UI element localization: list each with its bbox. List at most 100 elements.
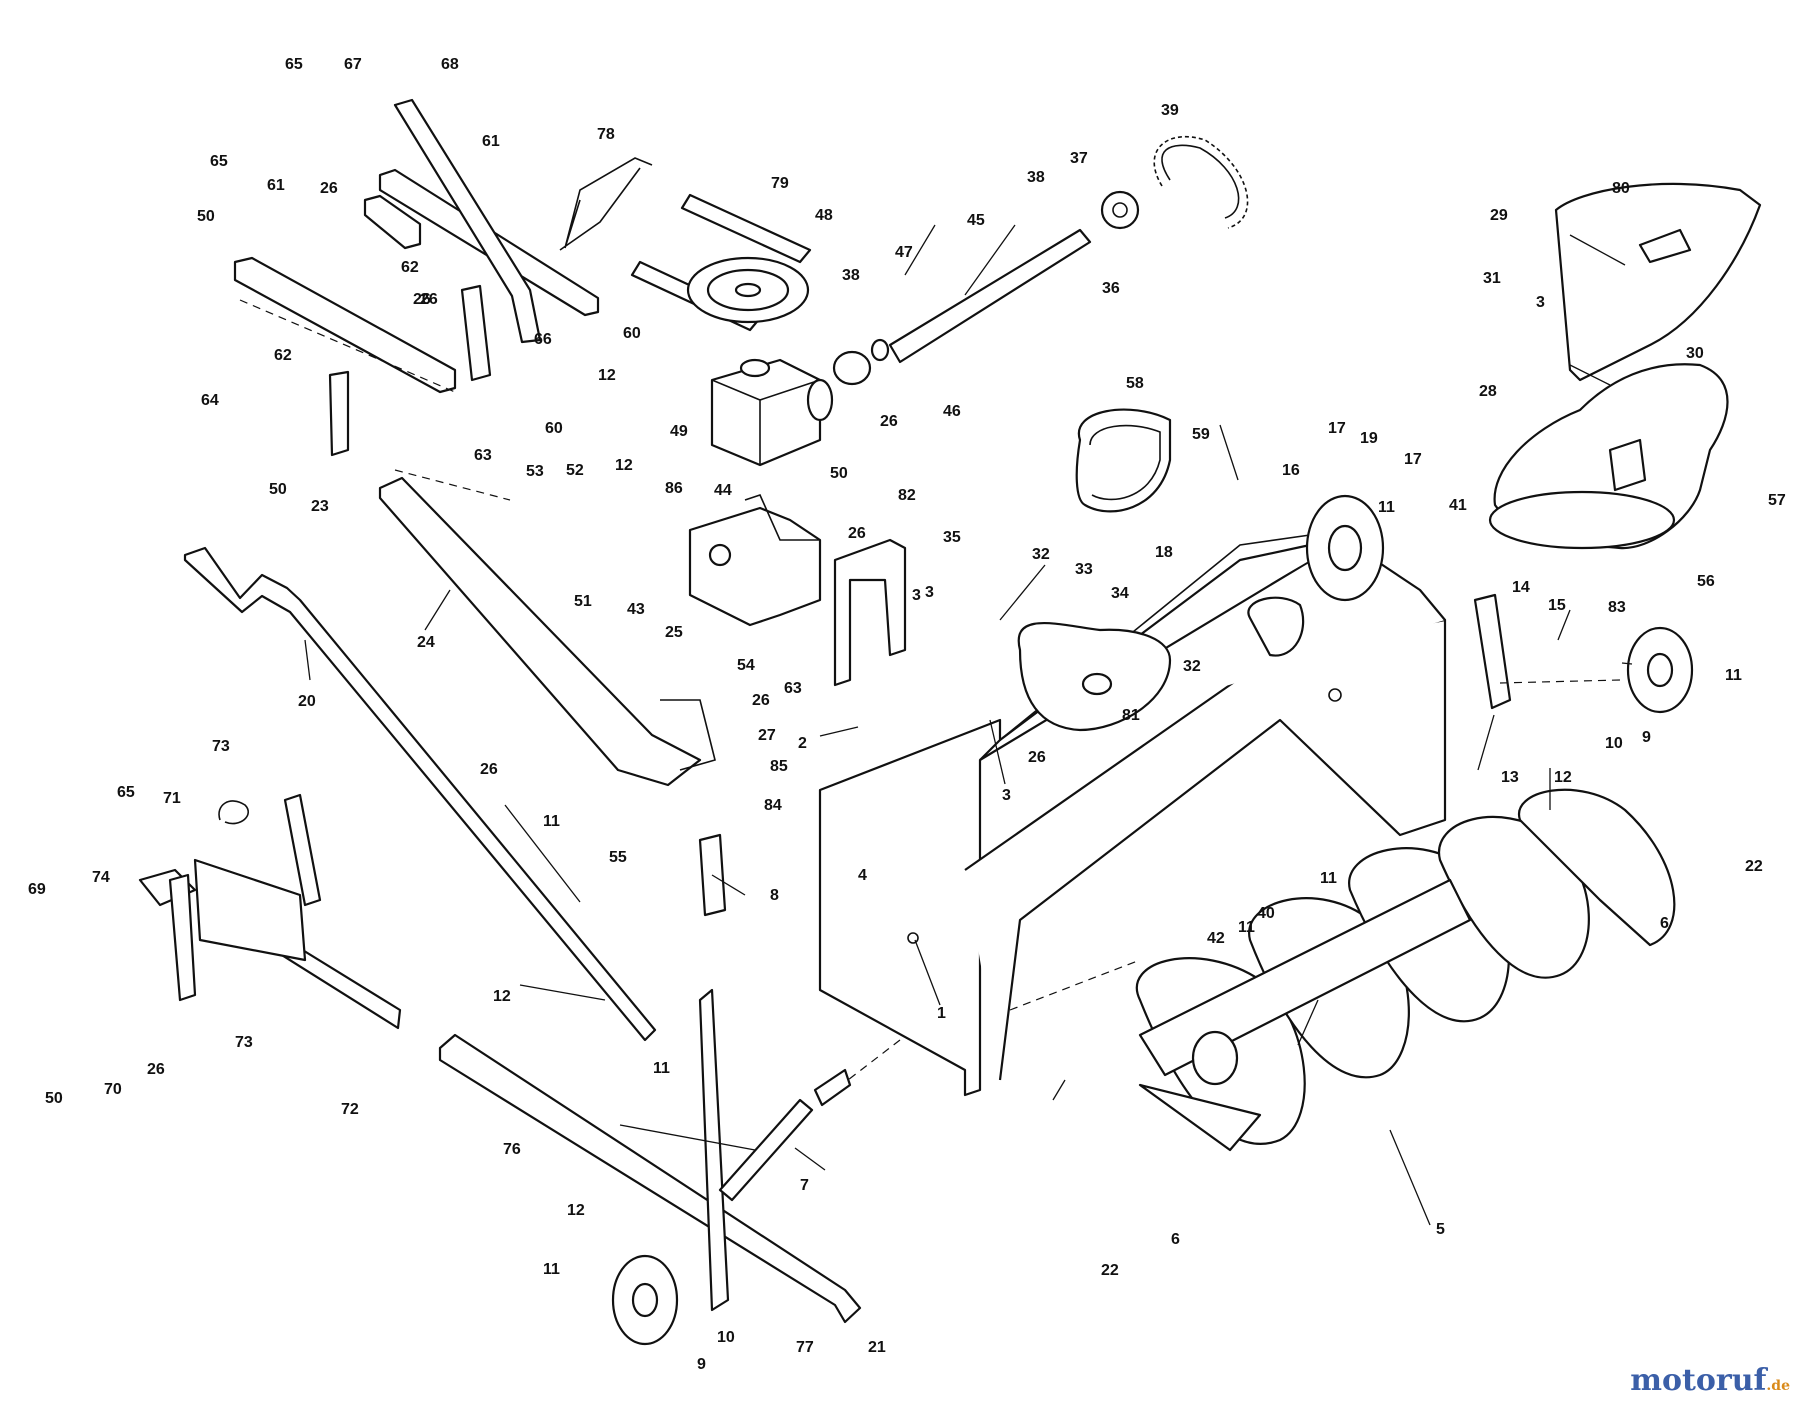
callout-8: 8 [770,887,779,904]
assembly-lines [239,299,1621,1081]
callout-11: 11 [543,1261,560,1278]
callout-53: 53 [526,463,544,480]
callout-69: 69 [28,881,46,898]
callout-38: 38 [842,267,860,284]
watermark-suffix: .de [1766,1378,1790,1394]
auger-spiral-part [1135,788,1676,1152]
discharge-chute-part [1488,182,1762,550]
wire-hook-part [559,157,653,251]
callout-36: 36 [1102,280,1120,297]
callout-21: 21 [868,1339,886,1356]
callout-3: 3 [1002,787,1011,804]
callout-60: 60 [623,325,641,342]
callout-28: 28 [1479,383,1497,400]
callout-57: 57 [1768,492,1786,509]
callout-3: 3 [1536,294,1545,311]
callout-59: 59 [1192,426,1210,443]
callout-46: 46 [943,403,961,420]
callout-15: 15 [1548,597,1566,614]
callout-74: 74 [92,869,110,886]
callout-26: 26 [480,761,498,778]
callout-11: 11 [653,1060,670,1077]
impeller-plate-part [1017,622,1172,732]
callout-12: 12 [615,457,633,474]
callout-7: 7 [800,1177,809,1194]
callout-25: 25 [665,624,683,641]
callout-3: 3 [925,584,934,601]
callout-12: 12 [493,988,511,1005]
callout-26: 26 [413,291,431,308]
callout-41: 41 [1449,497,1467,514]
callout-76: 76 [503,1141,521,1158]
callout-12: 12 [1554,769,1572,786]
callout-30: 30 [1686,345,1704,362]
callout-85: 85 [770,758,788,775]
callout-23: 23 [311,498,329,515]
callout-66: 66 [534,331,552,348]
callout-9: 9 [697,1356,706,1373]
callout-72: 72 [341,1101,359,1118]
callout-78: 78 [597,126,615,143]
callout-45: 45 [967,212,985,229]
callout-4: 4 [858,867,867,884]
callout-26: 26 [752,692,770,709]
callout-19: 19 [1360,430,1378,447]
tow-bar-part [183,546,657,1042]
callout-34: 34 [1111,585,1129,602]
watermark-brand: motoruf [1630,1363,1767,1398]
callout-27: 27 [758,727,776,744]
callout-63: 63 [474,447,492,464]
watermark-logo: motoruf.de [1630,1363,1790,1398]
callout-43: 43 [627,601,645,618]
hitch-plate-lower [233,256,492,457]
left-bracket-part [138,793,322,1002]
callout-55: 55 [609,849,627,866]
callout-26: 26 [848,525,866,542]
callout-61: 61 [482,133,500,150]
callout-33: 33 [1075,561,1093,578]
callout-22: 22 [1101,1262,1119,1279]
callout-80: 80 [1612,180,1630,197]
clamp-band-part [833,538,907,687]
callout-60: 60 [545,420,563,437]
callout-26: 26 [880,413,898,430]
callout-52: 52 [566,462,584,479]
parts-layer [138,98,1762,1346]
callout-12: 12 [598,367,616,384]
callout-1: 1 [937,1005,946,1022]
callout-35: 35 [943,529,961,546]
callout-71: 71 [163,790,181,807]
callout-29: 29 [1490,207,1508,224]
callout-83: 83 [1608,599,1626,616]
callout-24: 24 [417,634,435,651]
callout-65: 65 [285,56,303,73]
callout-22: 22 [1745,858,1763,875]
leader-lines [304,224,1633,1226]
callout-11: 11 [1725,667,1742,684]
callout-32: 32 [1032,546,1050,563]
callout-50: 50 [197,208,215,225]
callout-11: 11 [1238,919,1255,936]
callout-11: 11 [543,813,560,830]
gearbox-part [710,358,834,467]
callout-13: 13 [1501,769,1519,786]
callout-12: 12 [567,1202,585,1219]
callout-50: 50 [269,481,287,498]
callout-67: 67 [344,56,362,73]
callout-65: 65 [210,153,228,170]
pulley-assembly [630,193,812,332]
callout-77: 77 [796,1339,814,1356]
callout-32: 32 [1183,658,1201,675]
callout-50: 50 [45,1090,63,1107]
callout-79: 79 [771,175,789,192]
callout-2: 2 [798,735,807,752]
callout-9: 9 [1642,729,1651,746]
callout-6: 6 [1660,915,1669,932]
callout-62: 62 [401,259,419,276]
callout-86: 86 [665,480,683,497]
callout-62: 62 [274,347,292,364]
callout-51: 51 [574,593,592,610]
callout-26: 26 [147,1061,165,1078]
callout-31: 31 [1483,270,1501,287]
